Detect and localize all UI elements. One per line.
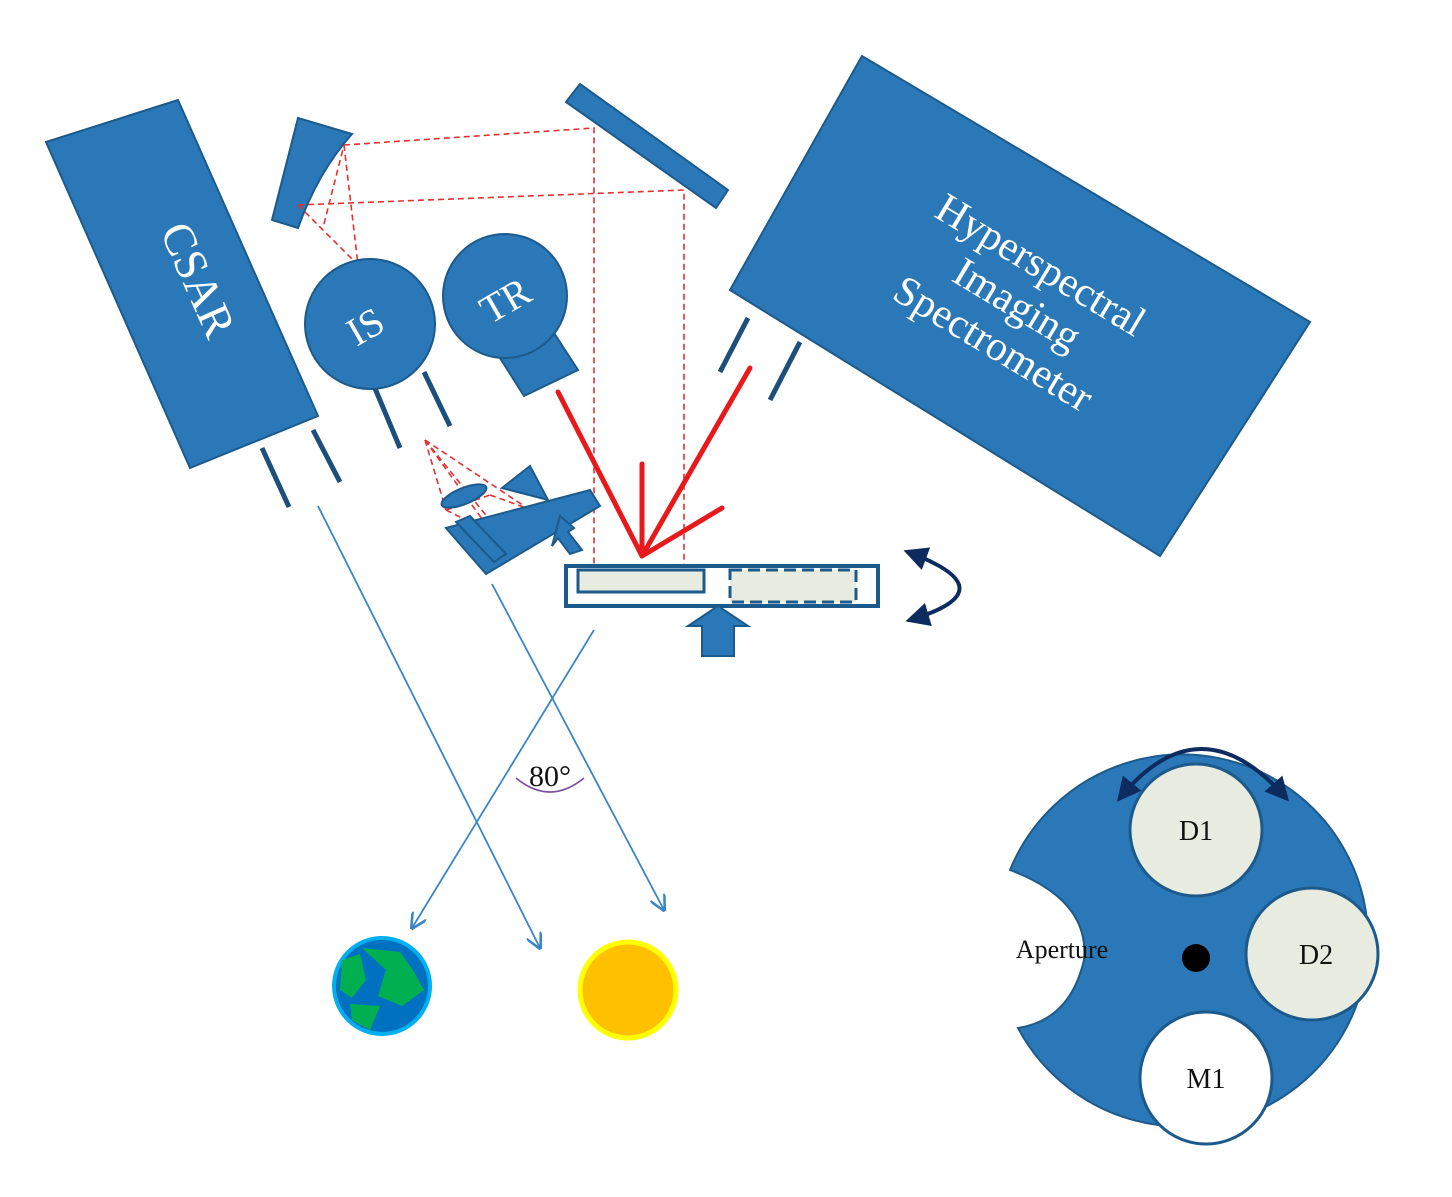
csar-instrument: CSAR	[44, 98, 343, 509]
wheel-center-hub	[1182, 944, 1210, 972]
diffuser-d2	[1244, 886, 1380, 1022]
small-optics-bench	[440, 464, 602, 576]
diffuser-holder	[564, 547, 962, 657]
d2-label: D2	[1299, 940, 1333, 971]
curved-mirror	[270, 116, 354, 230]
filter-wheel: D1 D2 M1 Aperture	[1008, 747, 1380, 1146]
angle-label: 80°	[529, 760, 571, 793]
mirror-m1	[1138, 1010, 1274, 1146]
solid-red-rays	[555, 365, 753, 559]
sun-icon	[577, 939, 679, 1041]
tr-instrument: TR	[442, 233, 580, 398]
wheel-rotation-arrow-icon	[1116, 747, 1290, 802]
integrating-sphere: IS	[304, 258, 453, 449]
holder-up-arrow-icon	[684, 604, 752, 657]
small-up-arrow-icon	[551, 514, 584, 556]
d1-label: D1	[1179, 816, 1213, 847]
viewing-beams: 80°	[317, 505, 664, 948]
m1-label: M1	[1187, 1064, 1226, 1095]
hyperspectral-spectrometer: Hyperspectral Imaging Spectrometer	[717, 54, 1312, 558]
aperture-label: Aperture	[1016, 935, 1108, 964]
rotation-arrow-icon	[903, 547, 962, 626]
earth-icon	[332, 936, 432, 1036]
flat-mirror	[564, 82, 730, 210]
angle-arc	[515, 777, 585, 793]
